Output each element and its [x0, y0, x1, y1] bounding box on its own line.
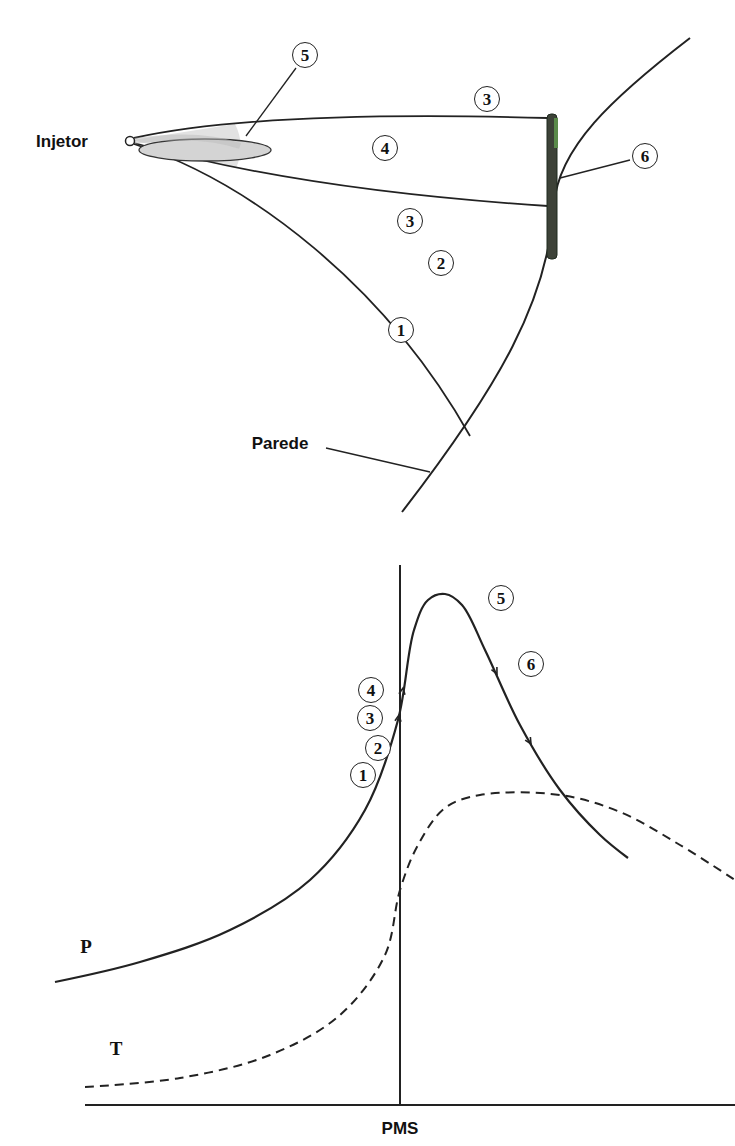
callout-number: 5: [488, 585, 514, 611]
vapor-boundary: [134, 144, 470, 436]
arrowhead: [491, 667, 497, 674]
leader-line: [246, 68, 296, 136]
arrowhead: [525, 737, 531, 744]
callout-number: 5: [292, 42, 318, 68]
film-edge: [554, 118, 558, 148]
part-name: Injetor: [34, 132, 90, 151]
pressure-curve: [55, 594, 628, 982]
core-shade: [134, 137, 240, 146]
injector-nozzle: [126, 137, 135, 146]
callout-number: 4: [372, 135, 398, 161]
leader-line: [326, 448, 430, 472]
temperature-curve: [85, 792, 735, 1087]
curve-label: P: [80, 937, 92, 956]
callout-number: 1: [350, 762, 376, 788]
curve-arrows: [395, 667, 531, 744]
crank-angle-axis: [85, 1104, 735, 1106]
callout-number: 2: [365, 735, 391, 761]
wall-impingement-film: [547, 114, 557, 259]
callout-number: 6: [632, 143, 658, 169]
leader-line: [560, 160, 630, 178]
callout-number: 4: [358, 677, 384, 703]
part-name: Parede: [250, 434, 311, 453]
callout-number: 3: [357, 705, 383, 731]
callout-number: 3: [474, 86, 500, 112]
callout-number: 1: [388, 317, 414, 343]
arrowhead: [399, 688, 405, 695]
liquid-core: [139, 139, 271, 161]
callout-number: 2: [428, 250, 454, 276]
spray-boundary-upper: [134, 116, 548, 138]
curve-label: T: [110, 1039, 123, 1058]
callout-number: 3: [397, 208, 423, 234]
arrowhead: [395, 715, 401, 722]
axis-label: PMS: [380, 1119, 421, 1138]
tdc-line: [399, 565, 401, 1105]
chamber-wall: [402, 38, 690, 512]
callout-number: 6: [518, 651, 544, 677]
